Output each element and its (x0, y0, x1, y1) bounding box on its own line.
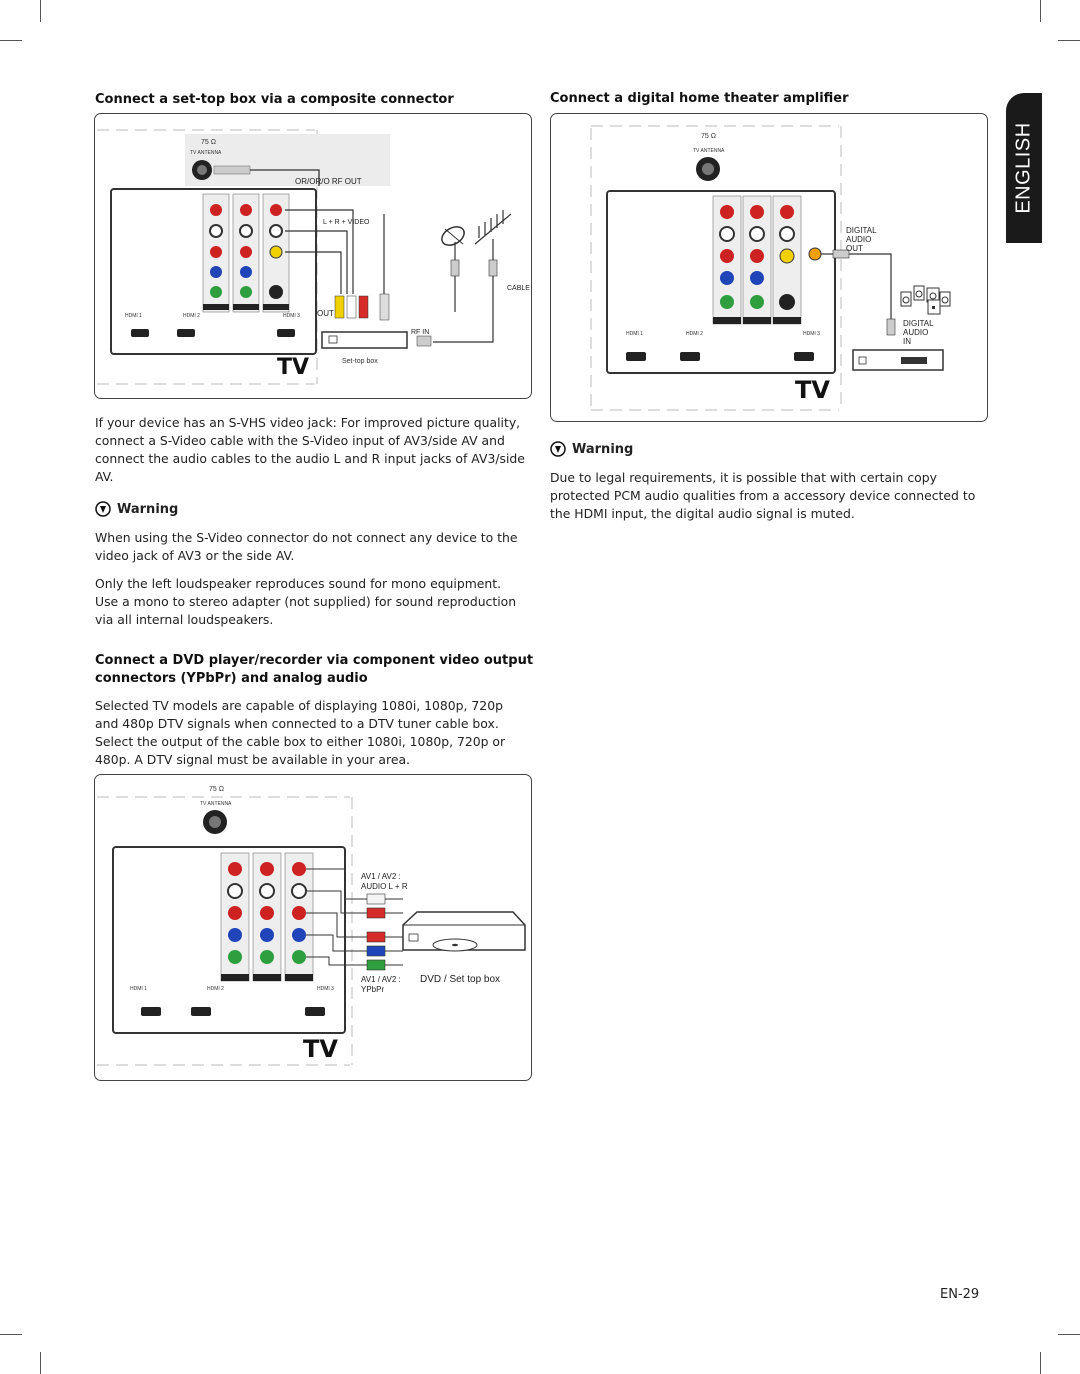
av-jack-panel (712, 195, 822, 325)
digital-out-label-2: AUDIO (846, 235, 871, 244)
av-jack-panel (202, 193, 290, 313)
hdmi1-label: HDMI 1 (125, 313, 142, 319)
digital-out-label-3: OUT (846, 244, 863, 253)
svhs-paragraph: If your device has an S-VHS video jack: … (95, 415, 525, 484)
digital-in-label-3: IN (903, 337, 911, 346)
hdmi3-label: HDMI 3 (803, 331, 820, 337)
warning-icon (550, 441, 566, 457)
digital-in-label-1: DIGITAL (903, 319, 934, 328)
rf-out-label: OR/OR/O RF OUT (295, 177, 362, 186)
hdmi-port (141, 1007, 161, 1016)
av-audio-label-2: AUDIO L + R (361, 882, 408, 891)
settop-box (321, 331, 408, 349)
section-title-dvd-line1: Connect a DVD player/recorder via compon… (95, 653, 534, 668)
cable-label: CABLE (507, 285, 530, 292)
digital-audio-cable (849, 253, 892, 319)
amplifier-icon (852, 349, 944, 371)
hdmi-port (177, 329, 195, 337)
warning-heading-1: Warning (95, 501, 178, 517)
hdmi1-label: HDMI 1 (626, 331, 643, 337)
dvd-label: DVD / Set top box (420, 974, 500, 985)
section-title-settop: Connect a set-top box via a composite co… (95, 92, 454, 107)
crop-mark (1058, 40, 1080, 41)
composite-cable (285, 209, 354, 294)
diagram-dvd-svg: 75 Ω TV ANTENNA HDMI 1 HDMI 2 HDMI 3 TV (97, 786, 526, 1066)
hdmi3-label: HDMI 3 (317, 986, 334, 992)
diagram-settop-composite: 75 Ω TV ANTENNA OR/OR/O RF OUT HDMI 1 HD… (94, 113, 532, 399)
settop-label: Set-top box (342, 358, 378, 365)
hdmi2-label: HDMI 2 (686, 331, 703, 337)
hdmi1-label: HDMI 1 (130, 986, 147, 992)
warning-heading-2: Warning (550, 441, 633, 457)
crop-mark (40, 1352, 41, 1374)
language-tab-label: ENGLISH (1012, 122, 1035, 214)
section-title-home-theater: Connect a digital home theater amplifier (550, 91, 849, 106)
hdmi2-label: HDMI 2 (207, 986, 224, 992)
out-label: OUT (317, 309, 334, 318)
digital-out-label-1: DIGITAL (846, 226, 877, 235)
warning-label: Warning (572, 441, 634, 457)
rf-in-label: RF IN (411, 329, 429, 336)
ohm-label: 75 Ω (201, 139, 216, 146)
lrvideo-label: L + R + VIDEO (323, 219, 370, 226)
diagram-dvd-component: 75 Ω TV ANTENNA HDMI 1 HDMI 2 HDMI 3 TV (94, 774, 532, 1081)
crop-mark (1058, 1334, 1080, 1335)
hdmi2-label: HDMI 2 (183, 313, 200, 319)
section-title-dvd: Connect a DVD player/recorder via compon… (95, 652, 533, 688)
crop-mark (40, 0, 41, 22)
hdmi-port (680, 352, 700, 361)
digital-in-label-2: AUDIO (903, 328, 928, 337)
satellite-dish-icon (441, 226, 465, 264)
hdmi-port (626, 352, 646, 361)
page-number: EN-29 (940, 1287, 980, 1302)
av-jack-panel (220, 852, 314, 982)
mono-paragraph: Only the left loudspeaker reproduces sou… (95, 576, 517, 627)
diagram-settop-svg: 75 Ω TV ANTENNA OR/OR/O RF OUT HDMI 1 HD… (97, 129, 530, 385)
hdmi-port (131, 329, 149, 337)
tv-label: TV (795, 376, 830, 404)
antenna-label: TV ANTENNA (200, 801, 232, 807)
crop-mark (0, 40, 22, 41)
section-title-dvd-line2: connectors (YPbPr) and analog audio (95, 671, 368, 686)
hdmi-port (305, 1007, 325, 1016)
av-audio-label: AV1 / AV2 : (361, 872, 401, 881)
antenna-label: TV ANTENNA (190, 150, 222, 156)
ohm-label: 75 Ω (701, 133, 716, 140)
hdmi3-label: HDMI 3 (283, 313, 300, 319)
crop-mark (1040, 1352, 1041, 1374)
language-tab: ENGLISH (1006, 93, 1042, 243)
speakers-icon (900, 285, 951, 315)
component-cables (306, 868, 403, 971)
crop-mark (1040, 0, 1041, 22)
tv-label: TV (277, 355, 309, 380)
hdmi-port (191, 1007, 211, 1016)
diagram-home-theater: 75 Ω TV ANTENNA HDMI 1 HDMI 2 HDMI 3 TV … (550, 113, 988, 422)
tv-label: TV (303, 1035, 338, 1063)
antenna-icon (474, 210, 512, 264)
diagram-home-theater-svg: 75 Ω TV ANTENNA HDMI 1 HDMI 2 HDMI 3 TV … (590, 125, 951, 411)
crop-mark (0, 1334, 22, 1335)
spdif-out-jack (808, 247, 822, 261)
dvd-paragraph: Selected TV models are capable of displa… (95, 698, 506, 767)
dvd-player-icon (402, 911, 526, 952)
warning-label: Warning (117, 501, 179, 517)
warning-text-svideo: When using the S-Video connector do not … (95, 530, 518, 563)
warning-icon (95, 501, 111, 517)
av-ypbpr-label: AV1 / AV2 : (361, 975, 401, 984)
av-ypbpr-label-2: YPbPr (361, 985, 384, 994)
ohm-label: 75 Ω (209, 786, 224, 793)
hdmi-port (794, 352, 814, 361)
warning-text-pcm: Due to legal requirements, it is possibl… (550, 470, 976, 521)
hdmi-port (277, 329, 295, 337)
antenna-label: TV ANTENNA (693, 148, 725, 154)
